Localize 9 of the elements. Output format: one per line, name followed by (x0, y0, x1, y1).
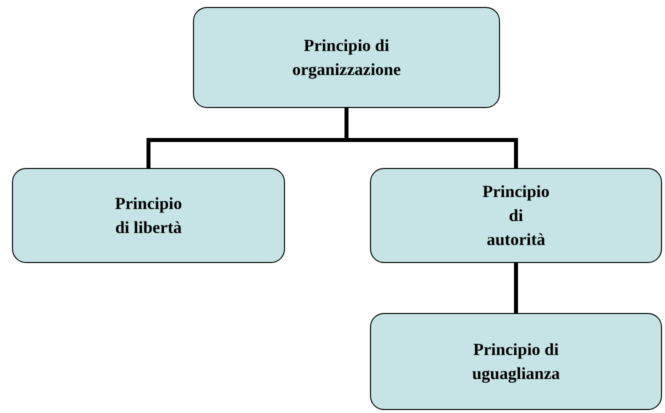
rounded-box (370, 313, 662, 410)
box-label: Principio di organizzazione (292, 34, 401, 81)
box-label: Principio di libertà (114, 192, 182, 238)
box-label: Principio di autorità (482, 180, 550, 250)
rounded-box (370, 168, 662, 263)
box-label: Principio di uguaglianza (472, 338, 560, 385)
connector-line (514, 263, 518, 313)
rounded-box (12, 168, 285, 263)
rounded-box (193, 7, 500, 108)
